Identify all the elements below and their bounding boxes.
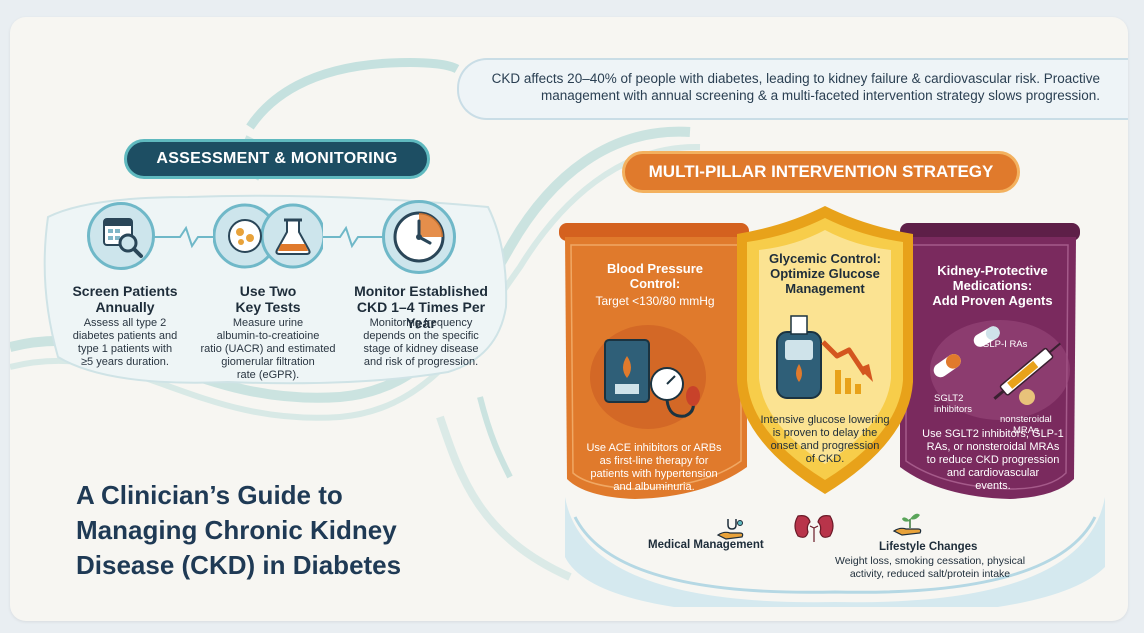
monitor-title-line-1: Monitor Established	[354, 283, 488, 299]
summary-banner	[457, 58, 1128, 120]
medications-title-line-3: Add Proven Agents	[932, 293, 1053, 308]
glycemic-shield	[737, 206, 913, 494]
guide-title-line-3: Disease (CKD) in Diabetes	[76, 550, 402, 580]
tests-body-line: Measure urine	[232, 317, 304, 329]
glycemic-title-line-3: Management	[785, 281, 865, 296]
bp-target: Target <130/80 mmHg	[595, 294, 715, 308]
screen-body-line: type 1 patients with	[77, 343, 173, 355]
tests-body-line: albumin-to-creatioine	[216, 330, 320, 342]
strategy-header: MULTI-PILLAR INTERVENTION STRATEGY	[622, 151, 1020, 193]
glucose-meter-icon	[765, 312, 890, 407]
bp-description: Use ACE inhibitors or ARBs as first-line…	[580, 442, 728, 494]
tests-body-line: ratio (UACR) and estimated	[200, 343, 336, 355]
connector-line	[150, 225, 410, 249]
medications-icon	[925, 315, 1075, 425]
screen-body-line: diabetes patients and	[72, 330, 178, 342]
tests-title: Use Two Key Tests	[203, 283, 333, 315]
guide-title-line-1: A Clinician’s Guide to	[76, 480, 343, 510]
summary-text: CKD affects 20–40% of people with diabet…	[480, 70, 1100, 104]
glycemic-body-line: onset and progression	[770, 440, 880, 452]
tests-title-line-1: Use Two	[239, 283, 297, 299]
bp-body-line: patients with hypertension	[590, 468, 718, 480]
screen-title: Screen Patients Annually	[60, 283, 190, 315]
glycemic-description: Intensive glucose lowering is proven to …	[755, 414, 895, 466]
medications-body-line: Use SGLT2 inhibitors, GLP-1	[922, 428, 1064, 440]
medications-title-line-2: Medications:	[952, 278, 1033, 293]
bp-title-line-2: Control:	[629, 276, 681, 291]
mra-label: nonsteroidal MRAs	[1000, 414, 1052, 436]
medications-title-line-1: Kidney-Protective	[937, 263, 1048, 278]
glycemic-title-line-2: Optimize Glucose	[770, 266, 880, 281]
medications-description: Use SGLT2 inhibitors, GLP-1 RAs, or nons…	[913, 428, 1073, 493]
lifestyle-body-line: Weight loss, smoking cessation, physical	[834, 555, 1026, 567]
monitor-title-line-2: CKD 1–4 Times Per Year	[356, 299, 486, 331]
medications-body-line: RAs, or nonsteroidal MRAs	[926, 441, 1060, 453]
glycemic-body-line: of CKD.	[805, 453, 845, 465]
mra-label-line-2: MRAs	[1012, 425, 1039, 436]
screen-title-line-1: Screen Patients	[72, 283, 178, 299]
monitor-body-line: depends on the specific	[363, 330, 479, 342]
kidneys-icon	[792, 512, 836, 542]
monitor-title: Monitor Established CKD 1–4 Times Per Ye…	[346, 283, 496, 331]
medications-body-line: to reduce CKD progression	[926, 454, 1060, 466]
infographic-card: CKD affects 20–40% of people with diabet…	[10, 17, 1128, 621]
medications-title: Kidney-Protective Medications: Add Prove…	[915, 263, 1070, 308]
clock-icon	[382, 200, 456, 274]
summary-line-2: management with annual screening & a mul…	[540, 88, 1100, 103]
medications-body-line: events.	[975, 480, 1011, 492]
bp-title-line-1: Blood Pressure	[606, 261, 704, 276]
mra-label-line-1: nonsteroidal	[1000, 414, 1052, 425]
lifestyle-changes-label: Lifestyle Changes	[879, 541, 978, 553]
glycemic-body-line: is proven to delay the	[772, 427, 878, 439]
monitor-body-line: and risk of progression.	[363, 356, 479, 368]
assessment-header: ASSESSMENT & MONITORING	[124, 139, 430, 179]
lifestyle-description: Weight loss, smoking cessation, physical…	[820, 555, 1040, 581]
glycemic-title-line-1: Glycemic Control:	[769, 251, 881, 266]
screen-body-line: Assess all type 2	[83, 317, 167, 329]
footer-swoosh	[565, 497, 1105, 607]
medications-body-line: and cardiovascular	[946, 467, 1040, 479]
screen-body-line: ≥5 years duration.	[81, 356, 169, 368]
tests-body-line: giomerular filtration	[221, 356, 315, 368]
stethoscope-hand-icon	[716, 515, 746, 541]
bp-body-line: Use ACE inhibitors or ARBs	[586, 442, 722, 454]
tests-title-line-2: Key Tests	[235, 299, 301, 315]
screen-title-line-2: Annually	[95, 299, 155, 315]
medical-management-label: Medical Management	[648, 539, 764, 551]
guide-title-line-2: Managing Chronic Kidney	[76, 515, 397, 545]
monitor-body-line: stage of kidney disease	[363, 343, 479, 355]
glycemic-body-line: Intensive glucose lowering	[760, 414, 890, 426]
blood-pressure-monitor-icon	[585, 322, 711, 432]
plant-hand-icon	[892, 511, 926, 537]
guide-title: A Clinician’s Guide to Managing Chronic …	[76, 478, 401, 583]
lab-tests-icon	[212, 202, 326, 270]
screen-description: Assess all type 2 diabetes patients and …	[60, 317, 190, 369]
summary-line-1: CKD affects 20–40% of people with diabet…	[491, 71, 1100, 86]
monitor-description: Monitoring frequency depends on the spec…	[356, 317, 486, 369]
bp-body-line: and albuminuria.	[613, 481, 695, 493]
lifestyle-body-line: activity, reduced salt/protein intake	[849, 568, 1011, 580]
bp-title: Blood Pressure Control:	[575, 261, 735, 291]
sglt2-label-line-1: SGLT2	[934, 393, 964, 404]
bp-body-line: as first-line therapy for	[599, 455, 709, 467]
glycemic-title: Glycemic Control: Optimize Glucose Manag…	[750, 251, 900, 296]
monitor-body-line: Monitoring frequency	[369, 317, 473, 329]
calendar-search-icon	[87, 202, 155, 270]
tests-description: Measure urine albumin-to-creatioine rati…	[193, 317, 343, 382]
tests-body-line: rate (eGPR).	[236, 369, 300, 381]
sglt2-label-line-2: inhibitors	[934, 404, 973, 415]
sglt2-label: SGLT2 inhibitors	[934, 393, 972, 415]
glp-label: GLP-I RAs	[982, 339, 1028, 350]
